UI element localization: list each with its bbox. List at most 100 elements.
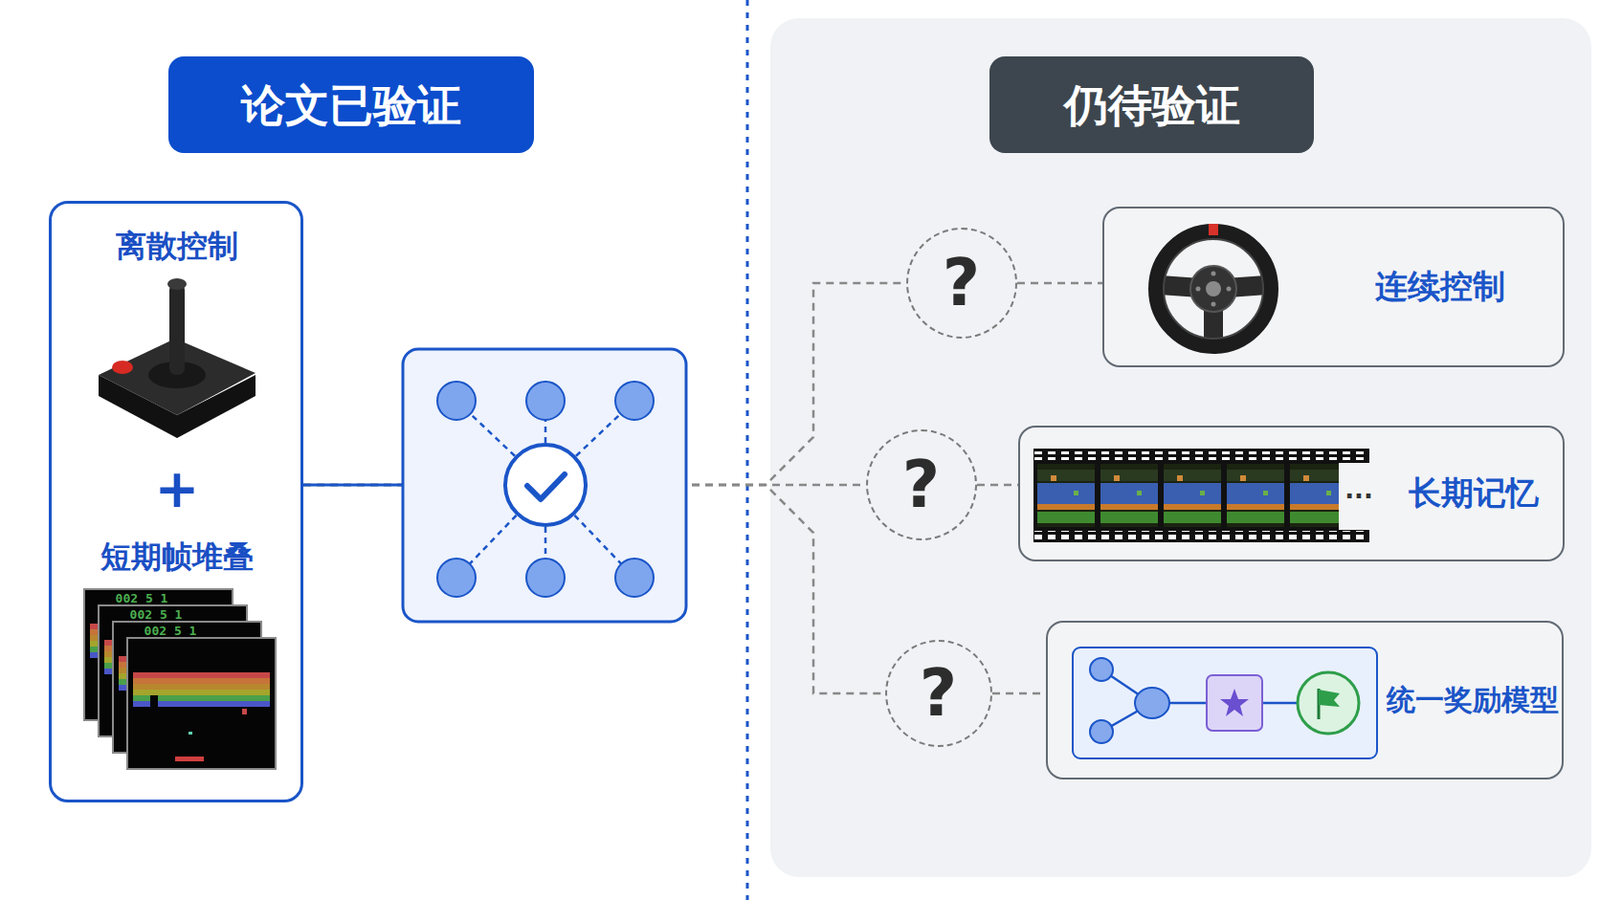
dashed-connector: [303, 485, 886, 694]
wheel-dot: [1211, 271, 1217, 277]
question-circle: ?: [885, 640, 993, 748]
brick-gap: [150, 695, 158, 708]
sprocket-row: [1033, 451, 1370, 461]
film-frame: [1163, 464, 1222, 528]
network-link: [544, 400, 548, 486]
question-circle: ?: [866, 429, 978, 541]
game-score: 002 5 1: [115, 592, 169, 605]
joystick-button: [111, 360, 134, 375]
question-circle: ?: [906, 227, 1018, 339]
wheel-dot: [1211, 302, 1217, 308]
graph-dot: [1089, 720, 1113, 744]
dashed-connector: [977, 484, 1019, 488]
joystick-top: [167, 278, 187, 290]
film-frame: [1100, 464, 1158, 528]
dashed-connector: [303, 484, 867, 488]
graph-dot: [1089, 658, 1113, 682]
question-mark: ?: [942, 244, 980, 320]
film-frame: [1037, 464, 1095, 528]
dashed-connector: [1017, 282, 1103, 286]
stacked-frame: [127, 638, 276, 770]
ball: [188, 732, 193, 735]
network-dot: [615, 381, 654, 421]
question-mark: ?: [902, 446, 940, 522]
pending-box: 统一奖励模型: [1045, 621, 1564, 780]
steering-wheel-icon: [1155, 223, 1271, 347]
pending-box: 连续控制: [1102, 206, 1565, 368]
pending-box: 长期记忆: [1018, 425, 1565, 562]
network-dot: [437, 381, 476, 421]
game-score: 002 5 1: [130, 608, 183, 622]
joystick-icon: [98, 278, 256, 439]
section-heading: 论文已验证: [168, 56, 534, 154]
section-heading: 仍待验证: [989, 56, 1314, 154]
wheel-center: [1205, 281, 1222, 297]
check-mark: [527, 474, 565, 500]
frame-stack: [84, 589, 276, 770]
node-text: 短期帧堆叠: [100, 539, 254, 576]
wheel-dot: [1196, 287, 1201, 292]
node-text: 论文已验证: [241, 79, 462, 131]
network-dot: [526, 558, 565, 598]
network-link: [545, 400, 635, 486]
brick-bit: [242, 709, 247, 715]
node-text: 连续控制: [1375, 267, 1506, 306]
question-mark: ?: [919, 655, 957, 731]
divider-line: [746, 0, 750, 900]
network-check-icon: [402, 349, 687, 623]
stacked-frame: [112, 622, 262, 754]
network-dot: [437, 558, 476, 598]
ellipsis-mark: ...: [1344, 477, 1374, 503]
network-link: [544, 485, 548, 578]
flag-pole: [1317, 688, 1321, 720]
film-frame: [1226, 464, 1285, 528]
stacked-frame: [98, 605, 247, 737]
game-score: 002 5 1: [144, 624, 198, 638]
node-text: 仍待验证: [1064, 79, 1241, 131]
check-circle: [505, 444, 586, 526]
joystick-collar: [148, 361, 206, 389]
star: [1220, 688, 1249, 717]
stacked-frame: [84, 589, 233, 721]
network-dot: [615, 558, 654, 598]
wheel-dot: [1226, 287, 1232, 292]
sprocket-row: [1033, 531, 1370, 540]
solid-link: [303, 484, 403, 488]
paddle: [175, 756, 204, 762]
wheel-rim-edge: [1163, 239, 1264, 339]
wheel-marker: [1208, 223, 1219, 236]
film-fade: [1338, 463, 1372, 531]
goal-circle: [1297, 672, 1359, 734]
graph-link: [1262, 702, 1298, 706]
film-frame: [1289, 464, 1348, 528]
node-text: +: [155, 458, 200, 520]
network-dot: [526, 381, 565, 421]
joystick-base-top: [98, 338, 256, 416]
graph-link: [1101, 669, 1149, 702]
film-base: [1033, 448, 1370, 543]
node-text: 长期记忆: [1408, 474, 1539, 512]
wheel-hub: [1190, 266, 1237, 312]
icon-box: [402, 349, 687, 623]
node-text: 统一奖励模型: [1386, 684, 1559, 718]
pending-panel: [770, 18, 1592, 878]
network-dots: [437, 381, 654, 598]
reward-model-icon: [1072, 647, 1378, 759]
network-link: [456, 400, 546, 486]
dashed-connector: [992, 692, 1046, 696]
network-link: [456, 485, 546, 578]
wheel-rim: [1155, 231, 1271, 347]
graph-cloud: [1134, 688, 1170, 719]
graph-link: [1101, 705, 1149, 733]
icon-box: [1072, 647, 1378, 759]
film-strip-icon: [1033, 448, 1372, 543]
wheel-spokes: [1159, 285, 1267, 341]
network-links: [456, 400, 635, 578]
flag: [1318, 689, 1340, 708]
dashed-connector: [303, 283, 907, 486]
